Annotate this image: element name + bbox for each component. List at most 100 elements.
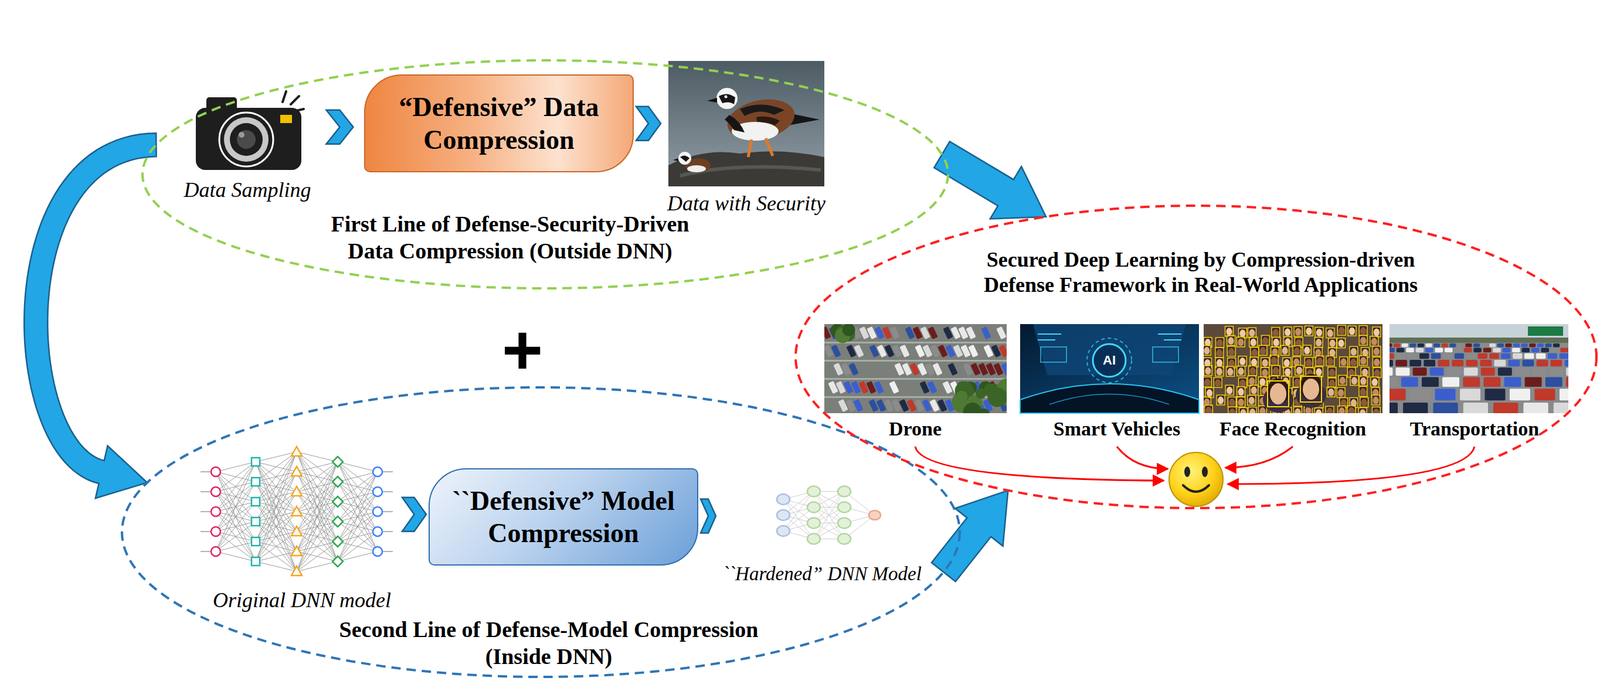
smiley-face xyxy=(1184,466,1191,478)
crowd-photo xyxy=(1337,406,1347,414)
crowd-photo xyxy=(1370,376,1379,387)
drone-photo xyxy=(963,402,983,414)
crowd-photo xyxy=(1269,355,1279,366)
dnn-illustration xyxy=(215,462,256,492)
traffic-photo xyxy=(1389,337,1569,343)
crowd-photo xyxy=(1315,355,1324,366)
drone-photo xyxy=(998,344,1007,358)
dnn-illustration xyxy=(337,462,378,492)
crowd-photo xyxy=(1203,365,1212,376)
traffic-photo xyxy=(1550,359,1563,367)
traffic-photo xyxy=(1459,388,1481,401)
dnn-illustration xyxy=(251,557,260,566)
crowd-photo xyxy=(1261,335,1270,346)
crowd-photo xyxy=(1329,379,1335,387)
bird-photo xyxy=(668,60,825,187)
crowd-photo xyxy=(1338,339,1345,348)
result-arrows xyxy=(1227,446,1475,485)
crowd-photo xyxy=(1267,381,1289,407)
crowd-photo xyxy=(1359,375,1368,386)
dnn-illustration xyxy=(296,462,338,552)
hardened-dnn-illustration xyxy=(813,491,845,540)
traffic-photo xyxy=(1480,367,1496,376)
crowd-photo xyxy=(1283,367,1292,377)
traffic-photo xyxy=(1565,367,1569,376)
traffic-photo xyxy=(1463,348,1473,353)
traffic-photo xyxy=(1560,348,1569,353)
result-arrows xyxy=(1116,446,1168,470)
result-arrows xyxy=(915,446,1475,485)
smart-vehicle-photo xyxy=(1020,384,1199,414)
traffic-photo xyxy=(1536,353,1546,359)
dnn-illustration xyxy=(251,497,260,506)
crowd-photo xyxy=(1327,357,1334,366)
smart-vehicle-photo xyxy=(1020,324,1199,414)
crowd-photo xyxy=(1237,386,1246,397)
dnn-illustration xyxy=(215,481,256,552)
drone-photo xyxy=(947,362,959,376)
caption-text: Smart Vehicles xyxy=(1049,417,1185,442)
dnn-illustration xyxy=(255,541,297,572)
crowd-photo xyxy=(1216,367,1223,376)
traffic-photo xyxy=(1508,359,1521,367)
chevron-arrow xyxy=(326,110,354,145)
dnn-illustration xyxy=(215,462,256,512)
crowd-photo xyxy=(1350,358,1357,367)
crowd-photo xyxy=(1293,358,1300,366)
crowd-photo xyxy=(1203,324,1383,414)
traffic-photo xyxy=(1523,402,1548,414)
traffic-photo xyxy=(1497,343,1504,348)
dnn-illustration xyxy=(291,446,302,457)
hardened-dnn-node: ``Hardened” DNN Model xyxy=(718,479,926,587)
dnn-illustration xyxy=(255,481,297,572)
dnn-illustration xyxy=(255,501,297,572)
dnn-illustration xyxy=(251,477,260,487)
smart-vehicle-photo xyxy=(1092,344,1126,377)
dnn-illustration xyxy=(332,536,343,548)
traffic-photo xyxy=(1423,359,1436,367)
traffic-photo xyxy=(1417,343,1425,348)
traffic-photo xyxy=(1537,343,1544,348)
drone-photo xyxy=(842,324,856,337)
hardened-dnn-illustration xyxy=(813,491,845,540)
crowd-photo xyxy=(1251,358,1258,367)
first-defense-ellipse: First Line of Defense-Security-Driven Da… xyxy=(140,58,950,291)
crowd-photo xyxy=(1262,368,1269,377)
crowd-photo xyxy=(1337,389,1344,397)
crowd-photo xyxy=(1213,377,1222,388)
crowd-photo xyxy=(1285,338,1292,346)
crowd-photo xyxy=(1351,376,1358,385)
drone-photo xyxy=(1000,362,1007,376)
crowd-photo xyxy=(1283,359,1290,368)
drone-photo xyxy=(853,344,865,358)
block-arrow xyxy=(933,141,1046,219)
traffic-photo xyxy=(1425,348,1434,353)
crowd-photo xyxy=(1293,326,1303,337)
traffic-photo xyxy=(1545,377,1563,388)
dnn-illustration xyxy=(200,511,212,513)
bird-photo xyxy=(748,138,773,158)
traffic-photo xyxy=(1389,353,1395,359)
dnn-illustration xyxy=(200,446,393,576)
drone-photo xyxy=(927,326,939,340)
block-arrow xyxy=(931,490,1008,582)
crowd-photo xyxy=(1347,325,1357,336)
dnn-illustration xyxy=(372,507,383,517)
hardened-dnn-illustration xyxy=(776,510,790,521)
crowd-photo xyxy=(1251,386,1258,395)
region-title: First Line of Defense-Security-Driven Da… xyxy=(316,211,704,265)
dnn-illustration xyxy=(291,546,302,556)
dnn-illustration xyxy=(251,537,260,546)
bird-photo xyxy=(687,165,706,173)
crowd-photo xyxy=(1273,338,1280,347)
traffic-photo xyxy=(1410,388,1431,401)
crowd-photo xyxy=(1271,357,1277,365)
crowd-photo xyxy=(1259,378,1266,386)
traffic-photo xyxy=(1512,348,1521,353)
dnn-illustration xyxy=(296,452,338,562)
crowd-photo xyxy=(1329,348,1335,357)
crowd-photo xyxy=(1259,347,1266,355)
camera-icon xyxy=(229,123,263,156)
crowd-photo xyxy=(1284,368,1291,376)
traffic-photo xyxy=(1462,377,1480,388)
